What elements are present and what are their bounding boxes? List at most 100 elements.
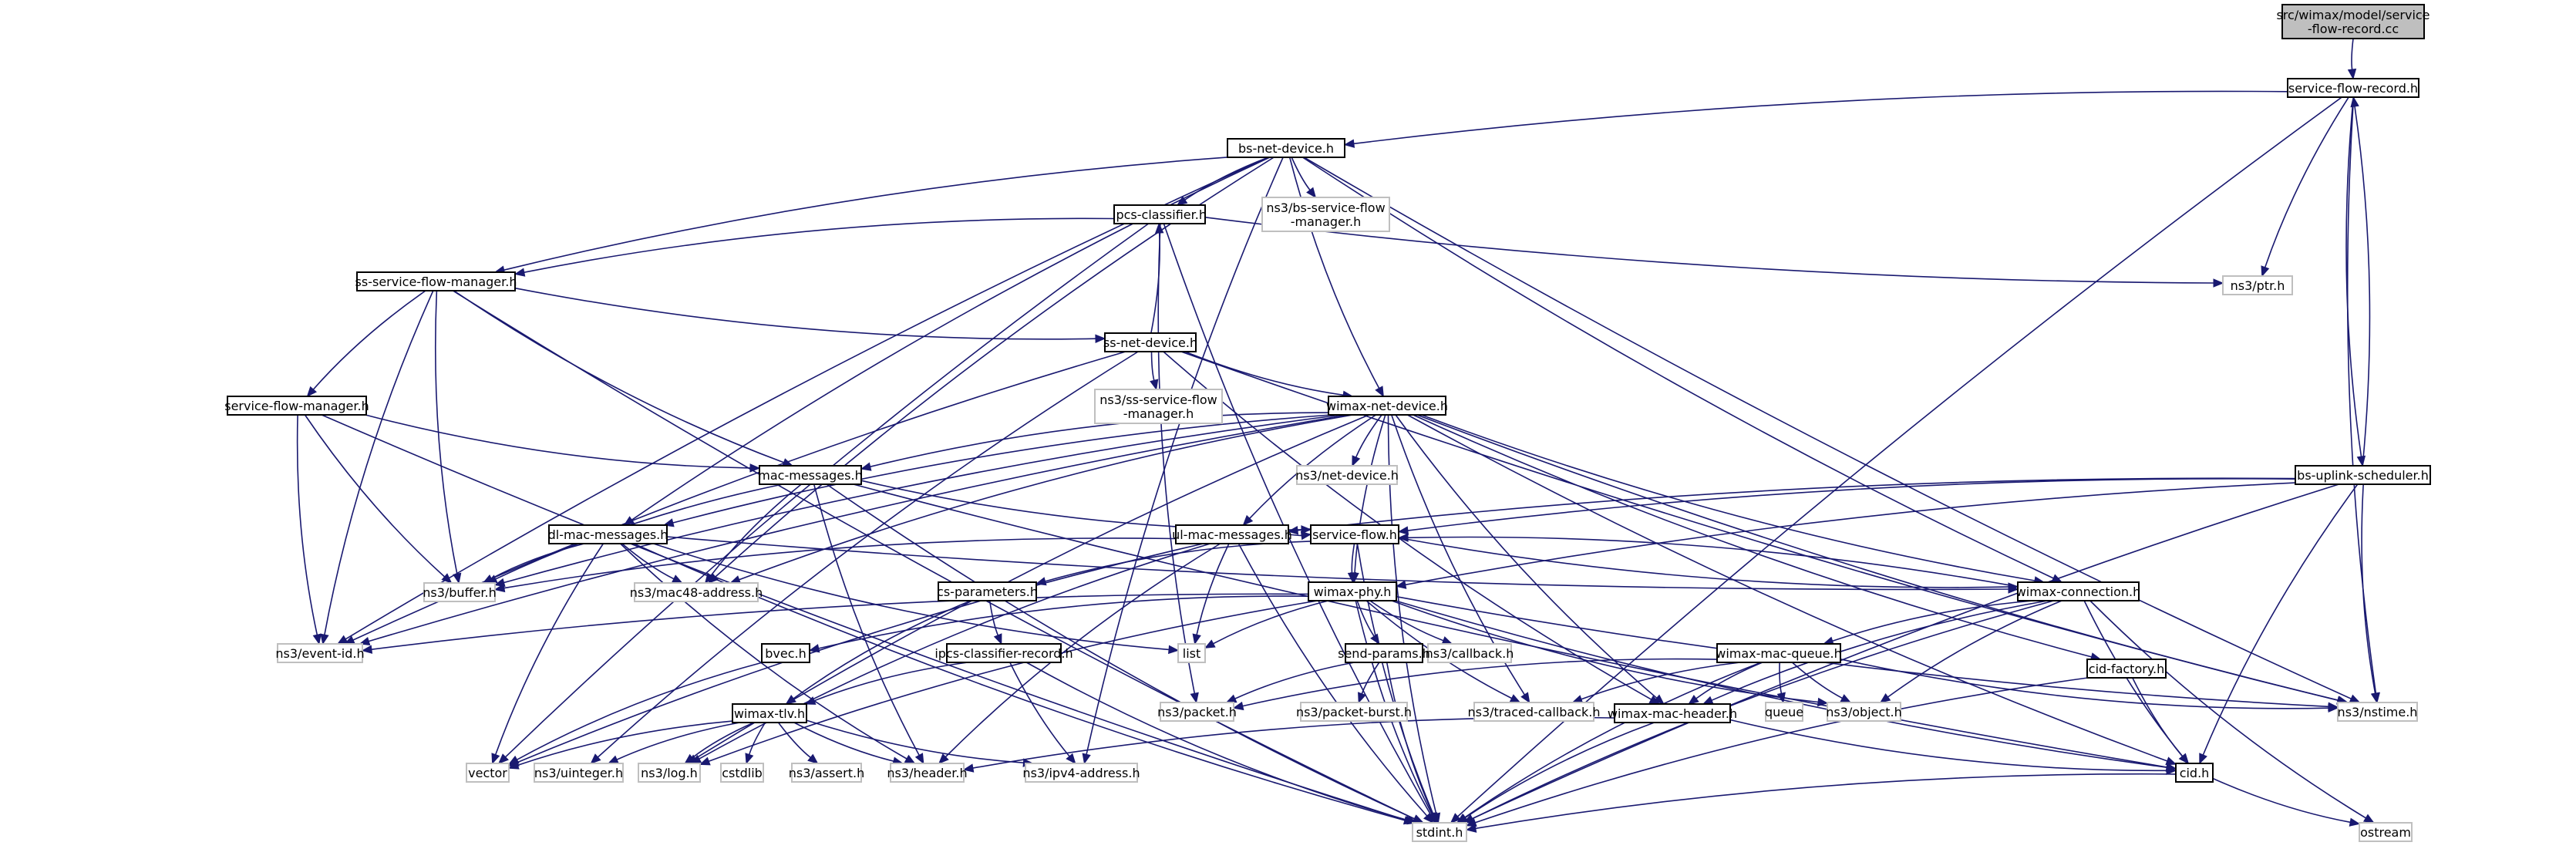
node-tlv[interactable]: wimax-tlv.h [732, 703, 807, 723]
edge-macmsg-to-stdint [826, 483, 1425, 824]
node-box [720, 763, 764, 783]
edge-wmq-to-nstime [1840, 659, 2339, 713]
node-sfr[interactable]: service-flow-record.h [2287, 78, 2419, 98]
node-box [1412, 822, 1467, 842]
node-ipcscr[interactable]: ipcs-classifier-record.h [934, 643, 1073, 663]
edge-arrowhead [807, 753, 819, 764]
edge-line [1086, 157, 1284, 755]
edge-line [1163, 223, 1432, 815]
node-sssfm[interactable]: ss-service-flow-manager.h [355, 271, 517, 291]
edge-line [2361, 483, 2376, 694]
node-cid[interactable]: cid.h [2175, 763, 2214, 783]
edge-arrowhead [2213, 278, 2224, 288]
node-box [1104, 332, 1197, 352]
node-label: ns3/nstime.h [2338, 705, 2418, 719]
edge-line [826, 483, 1416, 820]
edge-arrowhead [514, 268, 526, 277]
edge-bvec-to-vector [507, 662, 763, 765]
edge-wphy-to-list [1204, 600, 1328, 649]
node-sendp[interactable]: send-params.h [1338, 643, 1430, 663]
node-csparam[interactable]: cs-parameters.h [937, 581, 1038, 601]
edge-wphy-to-bvec [808, 595, 1309, 653]
node-wphy[interactable]: wimax-phy.h [1308, 581, 1397, 601]
node-box [1175, 524, 1289, 544]
edge-ulmac-to-buffer [493, 537, 1177, 593]
node-pburst: ns3/packet-burst.h [1296, 702, 1412, 722]
node-sfm[interactable]: service-flow-manager.h [224, 396, 369, 416]
edge-wnd-to-nstime [1416, 414, 2349, 705]
edge-line [739, 414, 1353, 581]
edge-line [1791, 662, 1843, 699]
edge-line [503, 157, 1228, 271]
edge-wphy-to-eventid [361, 593, 1309, 654]
node-bvec[interactable]: bvec.h [761, 643, 810, 663]
node-dlmac[interactable]: dl-mac-messages.h [548, 524, 668, 544]
edge-line [2202, 483, 2359, 756]
node-wnd[interactable]: wimax-net-device.h [1326, 396, 1448, 416]
node-ipcs[interactable]: ipcs-classifier.h [1113, 204, 1207, 224]
edge-line [1157, 223, 1196, 694]
edge-ipcscr-to-ipv4 [1009, 662, 1076, 764]
edge-ipcscr-to-stdint [1025, 662, 1419, 825]
edge-line [793, 600, 971, 699]
node-macmsg[interactable]: mac-messages.h [758, 465, 863, 485]
node-bsup[interactable]: bs-uplink-scheduler.h [2295, 465, 2431, 485]
node-ulmac[interactable]: ul-mac-messages.h [1172, 524, 1292, 544]
edge-line [1421, 414, 2036, 581]
edge-line [708, 600, 1318, 762]
edge-line [1398, 537, 2009, 588]
edge-line [692, 722, 755, 759]
edge-wconn-to-cid [2083, 600, 2190, 765]
node-sf[interactable]: service-flow.h [1310, 524, 1399, 544]
node-ssnd[interactable]: ss-net-device.h [1103, 332, 1197, 352]
edge-line [1204, 217, 2214, 284]
node-label: bs-net-device.h [1238, 141, 1334, 156]
edge-arrowhead [1343, 139, 1355, 148]
node-label: cstdlib [722, 766, 763, 780]
node-label: ipcs-classifier-record.h [934, 646, 1072, 661]
node-packet: ns3/packet.h [1157, 702, 1237, 722]
node-wconn[interactable]: wimax-connection.h [2016, 581, 2141, 601]
node-box [2359, 822, 2413, 842]
node-label: ns3/ptr.h [2231, 278, 2285, 293]
edge-wmh-to-cid [1729, 719, 2177, 776]
node-label: cid-factory.h [2089, 662, 2164, 676]
node-bsnd[interactable]: bs-net-device.h [1227, 138, 1345, 158]
edge-line [503, 537, 1177, 589]
node-label: ul-mac-messages.h [1172, 527, 1292, 542]
node-box [1160, 702, 1234, 722]
node-box [1345, 643, 1423, 663]
edge-arrowhead [1456, 814, 1469, 824]
node-label: wimax-mac-queue.h [1716, 646, 1841, 661]
node-wmq[interactable]: wimax-mac-queue.h [1716, 643, 1842, 663]
node-wmh[interactable]: wimax-mac-header.h [1608, 703, 1737, 723]
edge-line [870, 412, 1329, 467]
edge-ipcs-to-sssfm [514, 217, 1115, 277]
edge-sssfm-to-macmsg [453, 290, 794, 467]
edge-wmq-to-queue [1776, 662, 1786, 704]
edge-line [853, 483, 2167, 768]
edge-arrowhead [699, 756, 711, 766]
edge-wnd-to-ulmac [1242, 414, 1377, 526]
node-label: service-flow-record.h [2288, 81, 2418, 96]
edge-wnd-to-wphy [1350, 414, 1386, 584]
node-label: ns3/uinteger.h [534, 766, 623, 780]
edge-line [503, 414, 1342, 584]
edge-line [1407, 536, 2019, 588]
node-label: bs-uplink-scheduler.h [2297, 468, 2429, 483]
edge-arrowhead [1817, 697, 1829, 707]
node-box [1227, 138, 1345, 158]
edge-arrowhead [1150, 379, 1159, 391]
edge-line [524, 217, 1115, 273]
node-cidf[interactable]: cid-factory.h [2086, 659, 2167, 679]
edge-wphy-to-cid [1395, 600, 2177, 772]
node-root[interactable]: src/wimax/model/service-flow-record.cc [2276, 4, 2430, 39]
edge-ssnd-to-uinteger [590, 351, 1139, 764]
node-box [1300, 702, 1408, 722]
edge-arrowhead [590, 753, 601, 764]
edge-line [1242, 658, 1718, 707]
edge-wnd-to-cid [1407, 414, 2177, 766]
node-label: wimax-tlv.h [734, 706, 805, 721]
edge-arrowhead [1653, 694, 1665, 705]
edge-line [1581, 662, 1740, 700]
